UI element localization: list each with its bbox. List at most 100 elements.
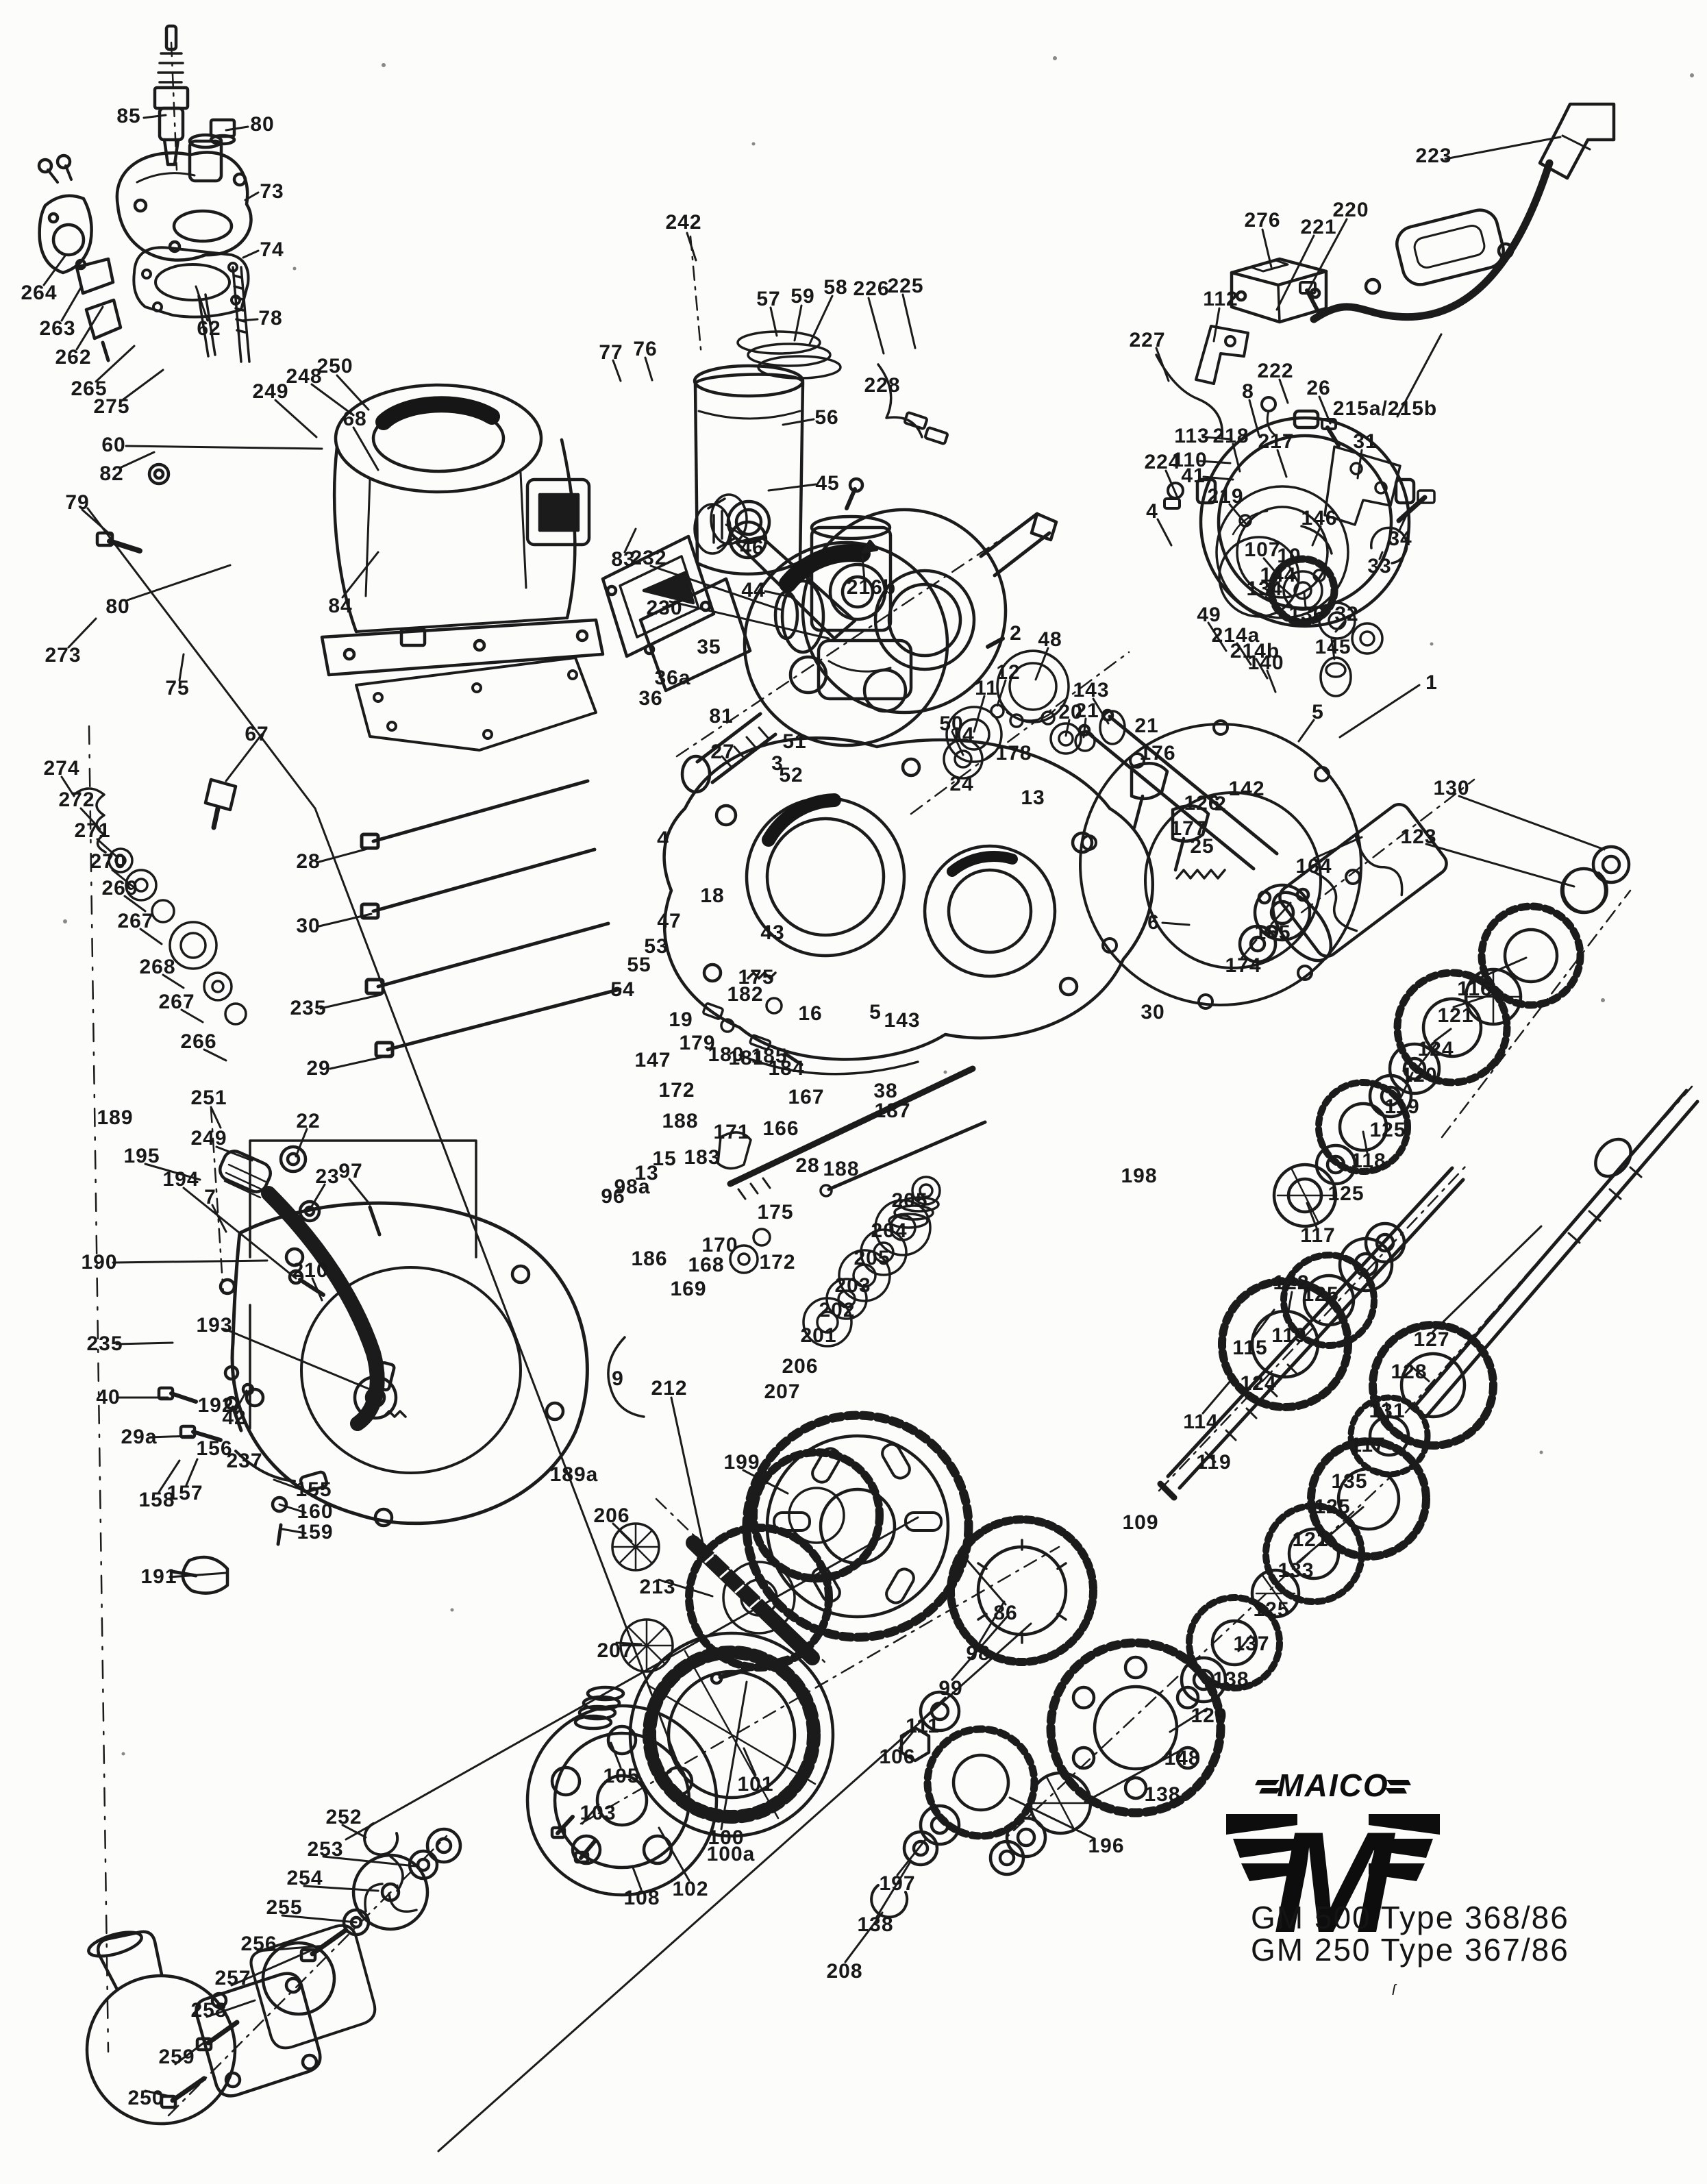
leader-line <box>1275 582 1295 599</box>
leader-line <box>973 695 986 733</box>
bolt-79-washer-82 <box>95 462 171 554</box>
gear-cluster-116-125 <box>1272 845 1631 1228</box>
leader-line <box>743 1747 757 1776</box>
bracket-112-wiring <box>877 281 1341 510</box>
leader-line <box>182 1187 297 1280</box>
lower-gear-train <box>870 1437 1430 1919</box>
leader-line <box>1237 1635 1252 1652</box>
leader-line <box>123 895 147 913</box>
leader-line <box>126 564 232 601</box>
leader-line <box>793 304 803 342</box>
leader-line <box>1266 669 1277 693</box>
base-gasket-75 <box>355 656 597 752</box>
shift-mechanism-cluster <box>607 971 987 1418</box>
water-pump-group <box>85 1822 462 2126</box>
leader-line <box>669 600 830 640</box>
leader-line <box>1311 525 1322 547</box>
leader-line <box>348 1178 371 1206</box>
leader-line <box>623 528 637 554</box>
leader-line <box>278 1503 307 1514</box>
leader-line <box>1425 843 1575 888</box>
leader-line <box>96 838 119 859</box>
leader-line <box>144 1163 201 1181</box>
leader-line <box>1207 621 1228 652</box>
leader-line <box>281 1914 358 1924</box>
leader-line <box>352 426 379 471</box>
primary-gear-98-99 <box>710 1515 1097 1763</box>
leader-line <box>95 345 136 383</box>
leader-line <box>1362 1130 1369 1154</box>
leader-line <box>203 1048 227 1062</box>
leader-line <box>303 1885 379 1892</box>
leader-line <box>977 1600 1006 1646</box>
leader-line <box>1164 469 1178 497</box>
leader-line <box>311 1277 323 1302</box>
leader-line <box>658 1826 690 1882</box>
leader-line <box>162 973 185 989</box>
leader-line <box>60 775 75 797</box>
leader-line <box>215 1145 253 1162</box>
leader-line <box>1199 460 1232 464</box>
assembly-axis-line <box>910 651 1130 815</box>
leader-line <box>1278 378 1289 404</box>
shift-drum-164 <box>1238 803 1448 964</box>
leader-line <box>1248 399 1260 437</box>
leader-line <box>115 1341 174 1345</box>
leader-line <box>1241 939 1258 959</box>
leader-line <box>1307 218 1348 292</box>
ignition-cover-8 <box>1195 409 1416 628</box>
leader-line <box>223 1328 371 1391</box>
leader-line <box>341 551 379 599</box>
leader-line <box>1201 436 1233 440</box>
leader-line <box>273 1478 306 1492</box>
kickstart-lever-190-195 <box>219 1150 407 1431</box>
mainshaft-114 <box>1157 1166 1465 1501</box>
leader-line <box>959 1551 1007 1606</box>
carburetor-230 <box>773 477 976 701</box>
leader-line <box>1397 507 1411 533</box>
leader-line <box>210 1106 222 1129</box>
leader-line <box>142 114 167 119</box>
leader-line <box>225 125 249 132</box>
leader-line <box>1452 993 1493 1008</box>
leader-line <box>1444 136 1562 160</box>
leader-line <box>1064 719 1071 737</box>
leader-line <box>180 1008 204 1023</box>
leader-line <box>901 293 917 349</box>
assembly-axis-line <box>580 1546 1060 1825</box>
leader-line <box>205 1999 256 2018</box>
leader-line <box>1262 557 1281 578</box>
leader-line <box>1356 449 1363 480</box>
leader-line <box>158 1459 181 1493</box>
leader-line <box>1330 638 1336 660</box>
assembly-axis-line <box>1404 1085 1693 1414</box>
leader-line <box>782 418 815 426</box>
leader-line <box>185 1458 199 1487</box>
leader-line <box>1407 1363 1430 1382</box>
leader-line <box>725 523 752 542</box>
leader-line <box>867 297 885 355</box>
leader-line <box>178 653 185 682</box>
plug-wire <box>1310 159 1554 323</box>
leader-line <box>329 1054 393 1070</box>
leader-line <box>274 399 318 438</box>
inset-box-kickstarter <box>249 1139 477 1430</box>
leader-line <box>1275 234 1315 311</box>
leader-line <box>1385 1402 1391 1430</box>
leader-line <box>225 733 263 782</box>
leader-line <box>951 1615 1008 1681</box>
leader-line <box>174 2040 207 2065</box>
leader-line <box>1432 1225 1543 1333</box>
leader-line <box>112 1259 269 1264</box>
cylinder-60 <box>320 383 605 677</box>
leader-line <box>319 993 382 1010</box>
leader-line <box>242 249 260 259</box>
leader-line <box>240 318 259 322</box>
leader-line <box>148 1435 193 1439</box>
leader-line <box>67 617 97 649</box>
leader-line <box>896 1837 927 1876</box>
maico-wordmark-wings <box>1255 1780 1411 1794</box>
leader-line <box>1082 717 1087 739</box>
leader-line <box>1318 395 1332 425</box>
